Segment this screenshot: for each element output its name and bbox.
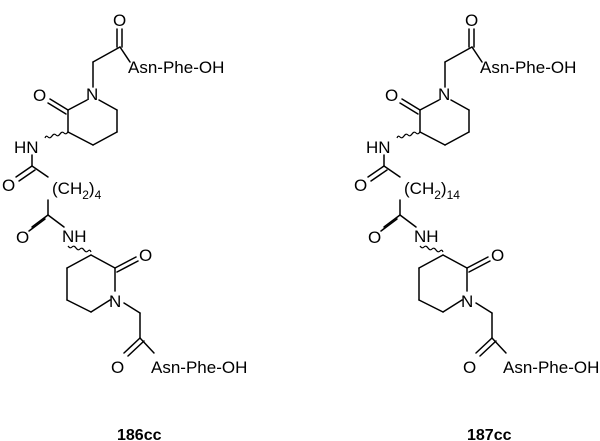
- bond-ring: [67, 131, 94, 146]
- bond-co-peptide-bottom: [139, 337, 155, 354]
- linker: (CH2)4: [52, 179, 102, 202]
- bond-n-ch2: [475, 302, 493, 314]
- bond-ring: [419, 131, 446, 146]
- atom-o-ring-bottom: O: [139, 246, 152, 265]
- bond-ring: [66, 254, 92, 269]
- atom-o-top: O: [113, 11, 126, 30]
- atom-o-linker-bottom: O: [368, 228, 381, 247]
- bond-amide-linker: [31, 165, 49, 178]
- atom-o-ring-top: O: [385, 86, 398, 105]
- linker: (CH2)14: [404, 179, 460, 202]
- bond-co-bottom-1: [123, 337, 141, 354]
- bond-amide2-o-2: [380, 218, 398, 232]
- atom-o-bottom: O: [111, 358, 124, 377]
- atom-o-linker-top: O: [2, 176, 15, 195]
- bond-amide2-nh: [47, 214, 65, 228]
- bond-amide-o-1: [15, 165, 33, 178]
- bond-ring-n-c2: [450, 99, 470, 111]
- atom-o-bottom: O: [463, 358, 476, 377]
- bond-co-peptide-bottom: [491, 337, 507, 354]
- compound-label: 187cc: [467, 427, 512, 441]
- compound-186cc: O Asn-Phe-OH N O HN O (CH2)4 O NH O N O …: [2, 11, 247, 441]
- atom-o-ring-top: O: [33, 86, 46, 105]
- bond-ring: [442, 254, 468, 269]
- bond-wavy-bottom: [419, 245, 444, 253]
- bond-co-bottom-2: [127, 340, 145, 357]
- bond-co-bottom-2: [479, 340, 497, 357]
- bond-co-ch2: [444, 46, 473, 63]
- bond-ring-co-1: [49, 98, 69, 111]
- bond-ring-co-2: [47, 102, 67, 115]
- bond-ring: [92, 131, 118, 146]
- bond-ring: [66, 299, 92, 313]
- atom-n-ring-bottom: N: [109, 292, 121, 311]
- atom-hn-top: HN: [366, 138, 391, 157]
- bond-ring-co-2: [116, 260, 139, 273]
- compound-label: 186cc: [117, 427, 162, 441]
- atom-n-ring-top: N: [86, 85, 98, 104]
- atom-o-top: O: [465, 11, 478, 30]
- bond-ring-co-2: [468, 260, 491, 273]
- bond-ring-co-1: [466, 256, 489, 269]
- bond-amide-o-1: [367, 165, 385, 178]
- peptide-bottom: Asn-Phe-OH: [151, 358, 247, 377]
- bond-amide2-o-1: [31, 214, 49, 228]
- atom-o-linker-bottom: O: [16, 228, 29, 247]
- bond-co-bottom-1: [475, 337, 493, 354]
- bond-ring-n-c: [67, 99, 88, 111]
- atom-nh-bottom: NH: [414, 227, 439, 246]
- bond-ring: [418, 254, 444, 269]
- compound-187cc: O Asn-Phe-OH N O HN O (CH2)14 O NH O N O…: [354, 11, 599, 441]
- bond-wavy-top: [396, 131, 421, 139]
- bond-amide-o-2: [18, 169, 36, 182]
- bond-wavy-bottom: [67, 245, 92, 253]
- bond-amide2-o-1: [383, 214, 401, 228]
- bond-ring-co-2: [399, 102, 419, 115]
- bond-ring: [90, 299, 111, 313]
- bond-ring: [442, 299, 463, 313]
- atom-o-ring-bottom: O: [491, 246, 504, 265]
- bond-amide2-nh: [399, 214, 417, 228]
- atom-hn-top: HN: [14, 138, 39, 157]
- atom-nh-bottom: NH: [62, 227, 87, 246]
- bond-co-ch2: [92, 46, 121, 63]
- bond-co-peptide: [471, 46, 483, 63]
- bond-co-peptide: [119, 46, 131, 63]
- bond-ring: [444, 131, 470, 146]
- bond-ring-co-1: [401, 98, 421, 111]
- bond-amide2-o-2: [28, 218, 46, 232]
- atom-n-ring-bottom: N: [461, 292, 473, 311]
- bond-wavy-top: [44, 131, 69, 139]
- bond-amide-o-2: [370, 169, 388, 182]
- bond-n-ch2: [123, 302, 141, 314]
- bond-amide-linker: [383, 165, 401, 178]
- atom-o-linker-top: O: [354, 176, 367, 195]
- bond-ring-n-c: [419, 99, 440, 111]
- atom-n-ring-top: N: [438, 85, 450, 104]
- peptide-top: Asn-Phe-OH: [480, 58, 576, 77]
- bond-ring: [90, 254, 116, 269]
- bond-ring-co-1: [114, 256, 137, 269]
- bond-ring-n-c2: [98, 99, 118, 111]
- peptide-top: Asn-Phe-OH: [128, 58, 224, 77]
- peptide-bottom: Asn-Phe-OH: [503, 358, 599, 377]
- bond-ring: [418, 299, 444, 313]
